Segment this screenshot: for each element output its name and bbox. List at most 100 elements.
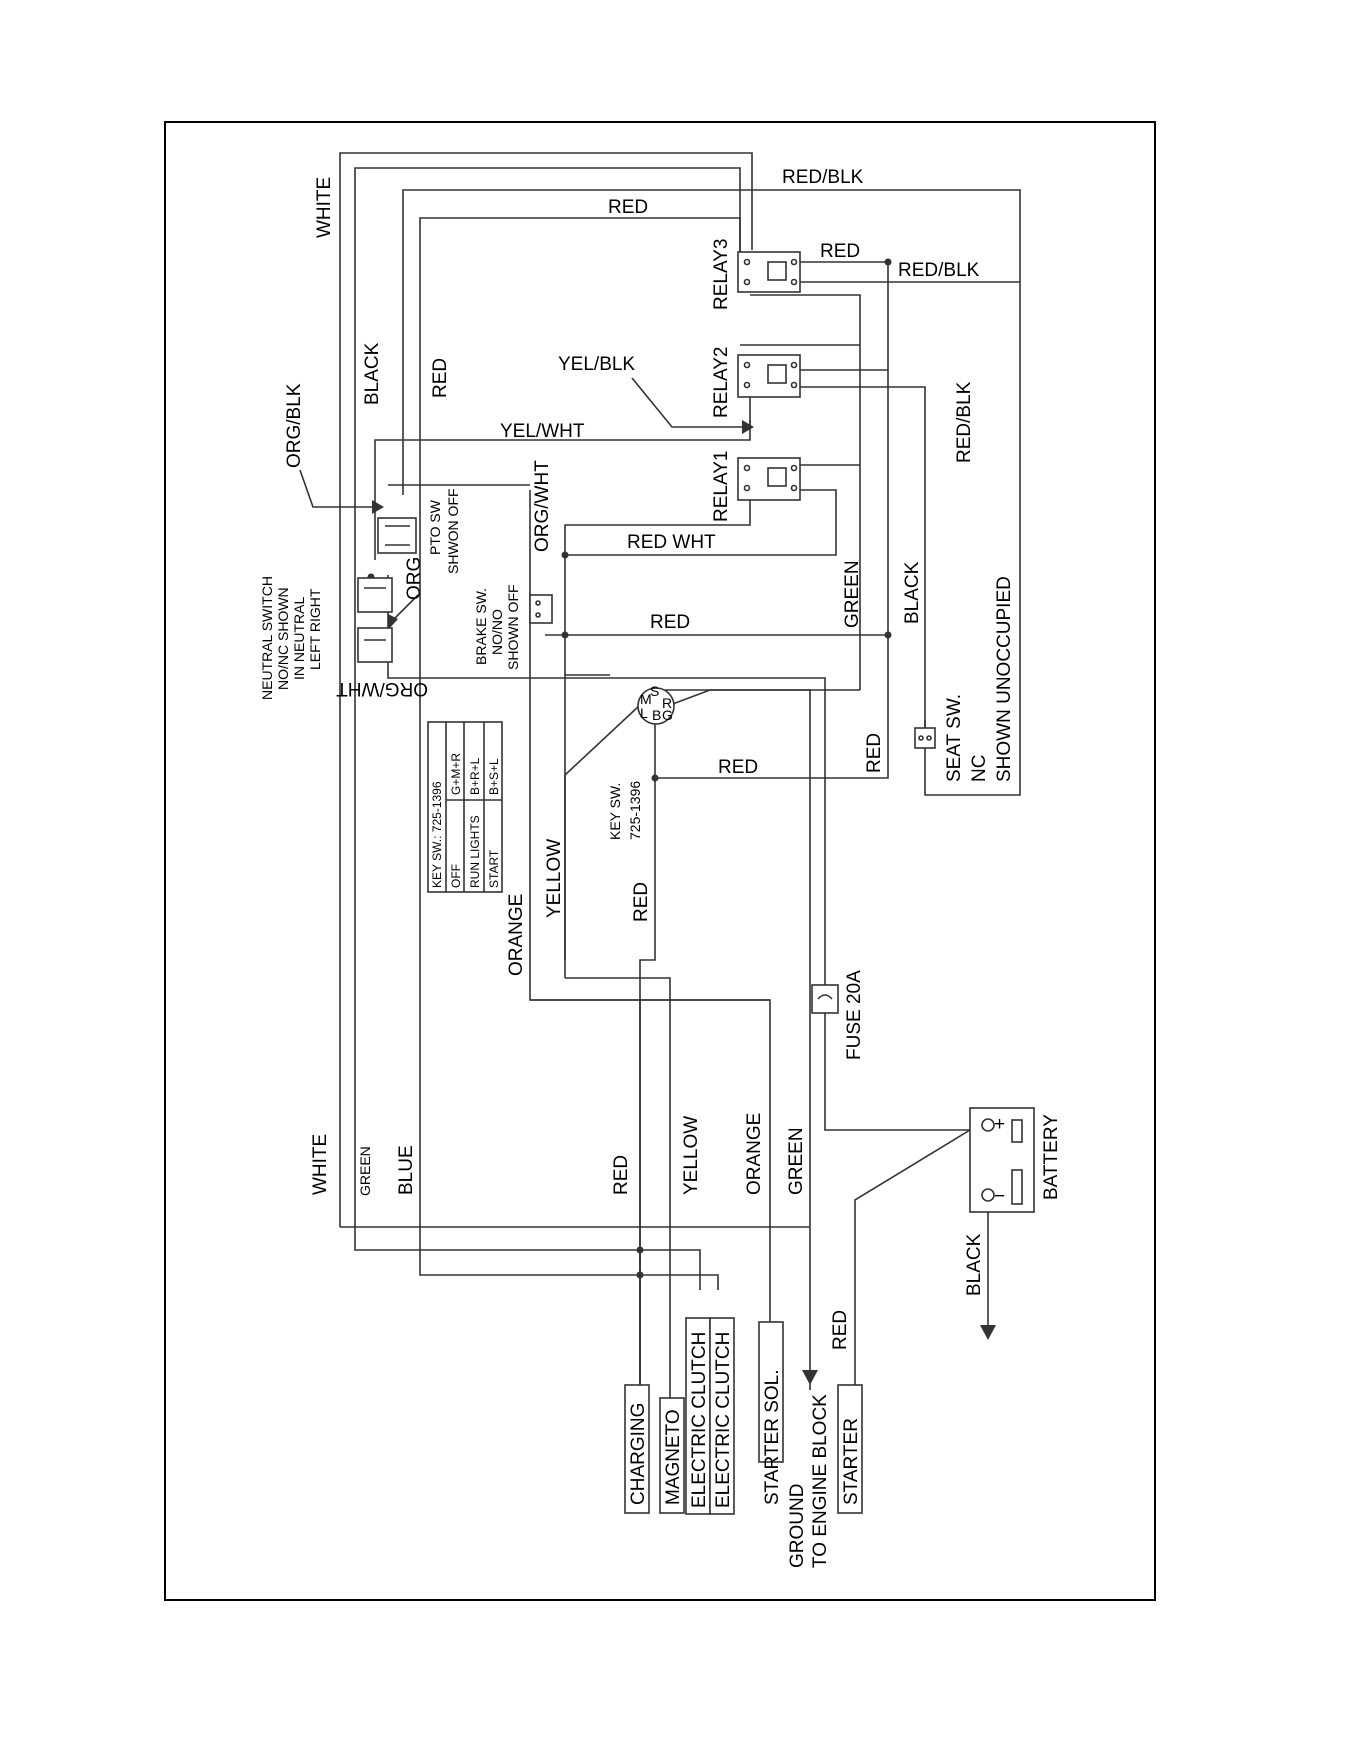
junction — [884, 631, 892, 639]
junction — [884, 258, 892, 266]
label-blue-bottom: BLUE — [396, 1145, 417, 1195]
label-brake-2: NO/NO — [489, 609, 505, 655]
label-red-brake: RED — [650, 612, 690, 633]
label-battery-minus: − — [994, 1186, 1005, 1207]
pto-switch-symbol — [377, 517, 417, 554]
label-black-top: BLACK — [362, 342, 383, 405]
label-brake-1: BRAKE SW. — [473, 588, 489, 665]
label-red-relay3: RED — [820, 241, 860, 262]
label-org: ORG — [404, 557, 425, 600]
label-neutral-4: LEFT RIGHT — [307, 588, 323, 670]
yel-blk-leader — [631, 377, 742, 428]
label-neutral-1: NEUTRAL SWITCH — [259, 576, 275, 700]
label-white-top: WHITE — [314, 177, 335, 238]
label-yel-blk: YEL/BLK — [558, 354, 635, 375]
label-orange-mid: ORANGE — [506, 894, 527, 976]
table-header: KEY SW.: 725-1396 — [430, 781, 444, 888]
wire-network — [299, 152, 1021, 1425]
label-red-top: RED — [430, 358, 451, 398]
label-key-sw-1: KEY SW. — [607, 783, 623, 840]
table-row-1-col-1: OFF — [449, 864, 463, 888]
table-row-3-col-1: START — [487, 849, 501, 888]
wire-key-green — [665, 689, 811, 1390]
labels: WHITE BLACK RED ORG/BLK RED/BLK RED RED … — [259, 167, 1062, 1568]
table-row-3-col-2: B+S+L — [487, 758, 501, 795]
wire-red-upper — [402, 189, 1021, 685]
label-black-battery: BLACK — [964, 1233, 985, 1296]
wire-green-bus — [354, 570, 701, 1290]
wire-relay1-left — [564, 490, 751, 960]
label-yellow-mid: YELLOW — [544, 839, 565, 918]
label-pto-sw-2: SHWON OFF — [445, 488, 461, 574]
label-white-bottom: WHITE — [310, 1134, 331, 1195]
label-key-term-5: B — [652, 707, 661, 723]
wire-key-yellow — [564, 704, 641, 978]
connector-charging: CHARGING — [628, 1403, 649, 1505]
wire-yel-wht — [374, 420, 751, 560]
wire-starter-red — [854, 1129, 971, 1385]
wire-blue-bus — [419, 530, 719, 1290]
junction — [561, 631, 569, 639]
seat-switch-symbol — [914, 727, 936, 749]
neutral-switch-symbol — [357, 577, 393, 663]
label-red-key: RED — [718, 757, 758, 778]
label-green-mid: GREEN — [842, 560, 863, 628]
label-red-mid: RED — [631, 882, 652, 922]
label-green-bottom-left: GREEN — [357, 1146, 373, 1196]
label-seat-sw-3: SHOWN UNOCCUPIED — [994, 576, 1015, 782]
connector-clutch-1: ELECTRIC CLUTCH — [689, 1332, 710, 1508]
label-relay1: RELAY1 — [711, 451, 732, 522]
label-key-sw-2: 725-1396 — [627, 781, 643, 840]
label-seat-sw-1: SEAT SW. — [944, 694, 965, 782]
label-red-upper: RED — [608, 197, 648, 218]
label-red-blk-top: RED/BLK — [782, 167, 864, 188]
label-key-term-3: L — [640, 705, 648, 721]
label-org-wht-flipped: ORG/WHT — [336, 678, 428, 699]
connector-clutch-2: ELECTRIC CLUTCH — [713, 1332, 734, 1508]
wire-black-loop — [354, 167, 741, 570]
junction — [651, 774, 659, 782]
label-green-bottom: GREEN — [786, 1127, 807, 1195]
diagram-frame — [164, 121, 1156, 1601]
connector-ground-2: TO ENGINE BLOCK — [810, 1394, 831, 1568]
connector-starter: STARTER — [841, 1418, 862, 1505]
wire-relay2-seat — [800, 386, 1021, 796]
label-brake-3: SHOWN OFF — [505, 584, 521, 670]
label-neutral-2: NO/NC SHOWN — [275, 587, 291, 690]
label-battery-plus: + — [994, 1114, 1005, 1135]
label-key-term-1: M — [640, 691, 652, 707]
label-seat-sw-2: NC — [969, 755, 990, 782]
label-orange-bottom: ORANGE — [744, 1113, 765, 1195]
label-relay2: RELAY2 — [711, 347, 732, 418]
wire-white-loop — [339, 152, 753, 1227]
label-red-right: RED — [864, 733, 885, 773]
relay3-symbol — [737, 251, 801, 293]
label-black-mid: BLACK — [902, 561, 923, 624]
yel-blk-arrow-icon — [742, 420, 754, 434]
brake-switch-symbol — [529, 594, 553, 624]
wire-yellow-down — [565, 977, 671, 1415]
connector-magneto: MAGNETO — [663, 1409, 684, 1505]
ground-engine-arrow-icon — [802, 1370, 818, 1385]
label-red-starter: RED — [830, 1310, 851, 1350]
label-red-bottom: RED — [611, 1155, 632, 1195]
label-battery: BATTERY — [1041, 1114, 1062, 1200]
fuse-symbol — [811, 984, 839, 1014]
table-row-1-col-2: G+M+R — [449, 753, 463, 795]
junction — [636, 1246, 644, 1254]
junction — [561, 551, 569, 559]
label-yel-wht: YEL/WHT — [500, 421, 585, 442]
battery-symbol — [969, 1107, 1035, 1213]
label-yellow-bottom: YELLOW — [681, 1116, 702, 1195]
relay2-symbol — [737, 354, 801, 398]
label-fuse: FUSE 20A — [844, 970, 865, 1060]
org-blk-arrow-icon — [372, 500, 384, 514]
connector-boxes — [624, 1317, 863, 1515]
wire-relay1-red-wht — [565, 489, 837, 556]
table-row-2-col-1: RUN LIGHTS — [468, 815, 482, 888]
org-blk-leader — [299, 469, 372, 508]
label-key-term-4: R — [662, 695, 672, 711]
label-relay3: RELAY3 — [711, 239, 732, 310]
label-red-wht: RED WHT — [627, 532, 716, 553]
key-switch-symbol — [637, 687, 675, 725]
